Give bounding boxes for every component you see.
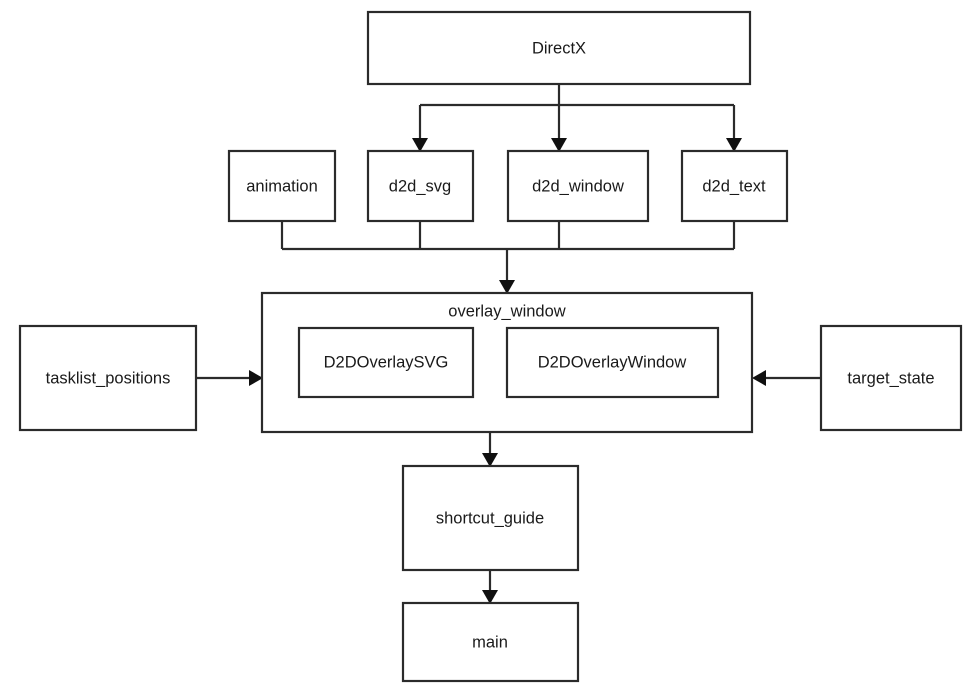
node-d2d_text-box[interactable] bbox=[680, 149, 789, 223]
node-overlay_window[interactable]: overlay_window D2DOverlaySVG D2DOverlayW… bbox=[260, 291, 754, 434]
node-shortcut_guide[interactable]: shortcut_guide bbox=[401, 464, 580, 572]
node-animation[interactable]: animation bbox=[227, 149, 337, 223]
node-main-label: main bbox=[472, 633, 508, 651]
node-shortcut_guide-label: shortcut_guide bbox=[436, 509, 544, 527]
node-d2d_overlay_window-box[interactable] bbox=[505, 326, 720, 399]
node-overlay_window-label: overlay_window bbox=[448, 302, 565, 320]
node-d2d_overlay_window-label: D2DOverlayWindow bbox=[538, 353, 687, 371]
node-directx-box[interactable] bbox=[366, 10, 752, 86]
arrowhead-shortcut_guide bbox=[482, 453, 498, 467]
edge-modules-to-overlay_window bbox=[280, 221, 736, 294]
node-target_state-label: target_state bbox=[847, 369, 934, 387]
node-d2d_window-box[interactable] bbox=[506, 149, 650, 223]
node-d2d_window[interactable]: d2d_window bbox=[506, 149, 650, 223]
arrowhead-overlay_window-left bbox=[249, 370, 263, 386]
node-d2d_overlay_svg[interactable]: D2DOverlaySVG bbox=[297, 326, 475, 399]
edge-layer bbox=[196, 84, 821, 604]
node-directx-label: DirectX bbox=[532, 39, 586, 57]
node-d2d_overlay_svg-box[interactable] bbox=[297, 326, 475, 399]
node-animation-box[interactable] bbox=[227, 149, 337, 223]
arrowhead-d2d_window bbox=[551, 138, 567, 152]
node-animation-label: animation bbox=[246, 177, 318, 195]
node-directx[interactable]: DirectX bbox=[366, 10, 752, 86]
node-shortcut_guide-box[interactable] bbox=[401, 464, 580, 572]
edge-target_state-to-overlay_window bbox=[752, 370, 821, 386]
edge-shortcut_guide-to-main bbox=[482, 570, 498, 604]
node-tasklist_positions[interactable]: tasklist_positions bbox=[18, 324, 198, 432]
arrowhead-d2d_svg bbox=[412, 138, 428, 152]
node-d2d_svg-label: d2d_svg bbox=[389, 177, 451, 195]
node-d2d_overlay_window[interactable]: D2DOverlayWindow bbox=[505, 326, 720, 399]
node-d2d_svg[interactable]: d2d_svg bbox=[366, 149, 475, 223]
arrowhead-overlay_window-top bbox=[499, 280, 515, 294]
node-main[interactable]: main bbox=[401, 601, 580, 683]
edge-directx-to-d2d-modules bbox=[412, 84, 742, 152]
node-tasklist_positions-box[interactable] bbox=[18, 324, 198, 432]
arrowhead-overlay_window-right bbox=[752, 370, 766, 386]
node-target_state-box[interactable] bbox=[819, 324, 963, 432]
node-tasklist_positions-label: tasklist_positions bbox=[46, 369, 171, 387]
arrowhead-d2d_text bbox=[726, 138, 742, 152]
node-main-box[interactable] bbox=[401, 601, 580, 683]
node-target_state[interactable]: target_state bbox=[819, 324, 963, 432]
edge-tasklist_positions-to-overlay_window bbox=[196, 370, 263, 386]
node-d2d_svg-box[interactable] bbox=[366, 149, 475, 223]
node-d2d_text-label: d2d_text bbox=[702, 177, 766, 195]
arrowhead-main bbox=[482, 590, 498, 604]
node-d2d_window-label: d2d_window bbox=[532, 177, 624, 195]
node-d2d_text[interactable]: d2d_text bbox=[680, 149, 789, 223]
node-d2d_overlay_svg-label: D2DOverlaySVG bbox=[324, 353, 449, 371]
edge-overlay_window-to-shortcut_guide bbox=[482, 432, 498, 467]
